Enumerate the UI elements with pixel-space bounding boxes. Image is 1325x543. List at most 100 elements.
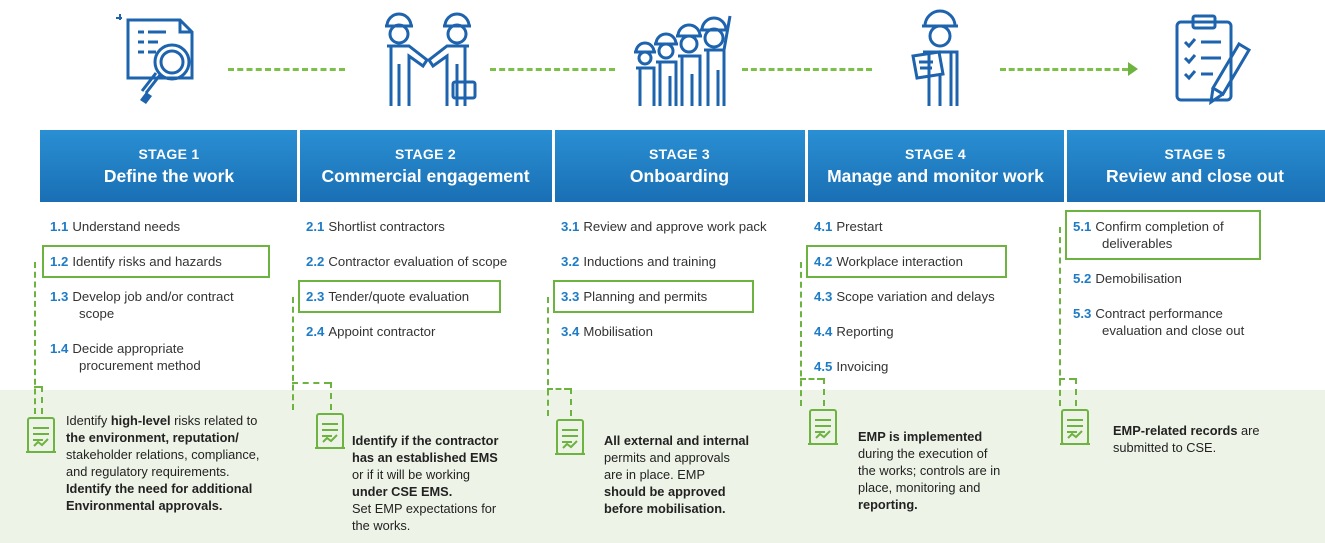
environment-notes-band [0,390,1325,543]
stage-3-banner: STAGE 3 Onboarding [553,130,806,202]
highlight-box [298,280,501,313]
note-line: or if it will be working [352,466,582,483]
flow-connector [742,68,872,71]
note-line: permits and approvals [604,449,834,466]
dashed-connector [823,378,825,406]
banner-divider [552,130,555,202]
stage-1-title: Define the work [103,166,235,186]
note-text: and regulatory requirements. [66,464,230,479]
step-text: Decide appropriate [72,341,184,356]
step-text: Develop job and/or contract [72,289,234,304]
highlight-box [42,245,270,278]
note-text: the works. [352,518,411,533]
dashed-connector [547,388,570,390]
note-line: under CSE EMS. [352,483,582,500]
note-text: stakeholder relations, compliance, [66,447,260,462]
dashed-connector [41,386,43,414]
note-line: should be approved [604,483,834,500]
step-number: 3.3 [561,289,580,304]
dashed-connector [34,386,41,388]
step-number: 3.4 [561,324,580,339]
step-number: 4.4 [814,324,833,339]
step-number: 4.2 [814,254,833,269]
step-text: Invoicing [836,359,889,374]
dashed-connector [1059,378,1075,380]
step-text: Demobilisation [1095,271,1182,286]
highlight-box [1065,210,1261,260]
worker-group-icon [628,4,738,116]
flow-arrowhead-icon [1128,62,1138,76]
step-text: Mobilisation [583,324,653,339]
flow-connector [490,68,615,71]
banner-divider [297,130,300,202]
step-text-continued: scope [79,306,115,321]
note-text: risks related to [170,413,258,428]
stage-2-title: Commercial engagement [321,166,530,186]
step-number: 2.1 [306,219,325,234]
note-line: Identify the need for additional [66,480,316,497]
note-line: Identify if the contractor [352,432,582,449]
document-report-icon [553,418,587,458]
note-text: the works; controls are in [858,463,1001,478]
note-text: are [1237,423,1260,438]
step-text-continued: evaluation and close out [1102,323,1245,338]
worker-clipboard-icon [885,4,995,116]
document-report-icon [1058,408,1092,448]
note-text: or if it will be working [352,467,471,482]
note-line: Identify high-level risks related to [66,412,316,429]
note-line: All external and internal [604,432,834,449]
note-bold-text: high-level [110,413,171,428]
stage-4-label: STAGE 4 [905,146,966,162]
note-text: Identify [66,413,111,428]
document-magnifier-icon [108,4,218,116]
step-text: Identify risks and hazards [72,254,222,269]
note-line: submitted to CSE. [1113,439,1325,456]
stage-2-label: STAGE 2 [395,146,456,162]
stage-5-title: Review and close out [1106,166,1284,186]
banner-divider [805,130,808,202]
highlight-box [806,245,1007,278]
note-bold-text: Identify if the contractor [352,433,499,448]
stage-5-label: STAGE 5 [1164,146,1226,162]
note-bold-text: should be approved [604,484,726,499]
handshake-workers-icon [373,4,483,116]
stage-3-label: STAGE 3 [649,146,710,162]
note-bold-text: EMP-related records [1113,423,1238,438]
step-text: Understand needs [72,219,181,234]
flow-connector [228,68,345,71]
stage-3-title: Onboarding [629,166,730,186]
step-text-continued: deliverables [1102,236,1173,251]
document-report-icon [806,408,840,448]
step-text: Contractor evaluation of scope [328,254,508,269]
document-report-icon [24,416,58,456]
note-line: EMP is implemented [858,428,1088,445]
note-line: EMP-related records are [1113,422,1325,439]
note-bold-text: before mobilisation. [604,501,726,516]
note-bold-text: All external and internal [604,433,750,448]
note-line: has an established EMS [352,449,582,466]
note-line: before mobilisation. [604,500,834,517]
step-number: 2.4 [306,324,325,339]
step-text: Review and approve work pack [583,219,767,234]
dashed-connector [570,388,572,416]
note-line: the works. [352,517,582,534]
dashed-connector [292,297,294,410]
stage-4-title: Manage and monitor work [827,166,1044,186]
step-number: 5.2 [1073,271,1092,286]
